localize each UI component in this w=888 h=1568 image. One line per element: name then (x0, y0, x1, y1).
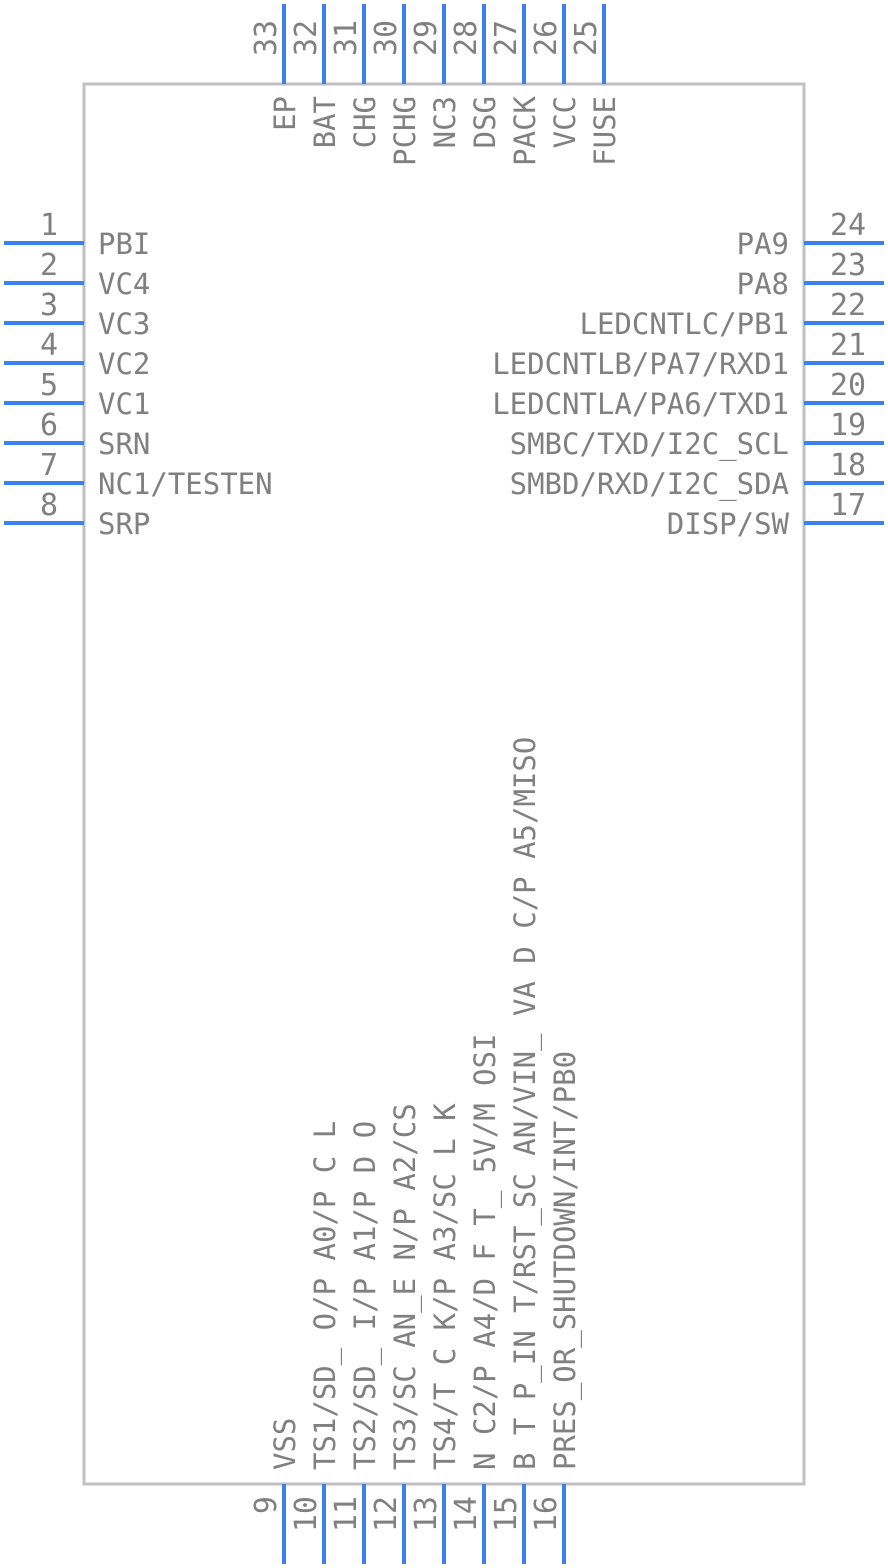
pin-31-number: 31 (329, 20, 364, 56)
pin-33-label: EP (268, 96, 302, 131)
pin-21-label: LEDCNTLB/PA7/RXD1 (492, 347, 789, 381)
pin-32-number: 32 (289, 20, 324, 56)
pin-4-label: VC2 (98, 347, 150, 381)
pin-19-number: 19 (830, 408, 866, 443)
pin-5-label: VC1 (98, 387, 150, 421)
pin-17-number: 17 (830, 488, 866, 523)
pin-17-label: DISP/SW (667, 507, 790, 541)
pin-4-number: 4 (40, 328, 58, 363)
pin-28-label: DSG (468, 96, 502, 148)
pin-10-label: TS1/SD_ O/P A0/P C L (308, 1121, 343, 1470)
pin-12-number: 12 (369, 1496, 404, 1532)
pin-12-label: TS3/SC AN_E N/P A2/CS (388, 1103, 423, 1470)
pin-9-number: 9 (249, 1496, 284, 1514)
pin-22-number: 22 (830, 288, 866, 323)
pin-5-number: 5 (40, 368, 58, 403)
pin-18-number: 18 (830, 448, 866, 483)
pin-8-number: 8 (40, 488, 58, 523)
pin-26-number: 26 (529, 20, 564, 56)
pin-3-label: VC3 (98, 307, 150, 341)
pin-14-number: 14 (449, 1496, 484, 1532)
pin-9-label: VSS (268, 1418, 302, 1470)
pin-20-label: LEDCNTLA/PA6/TXD1 (492, 387, 789, 421)
pin-15-number: 15 (489, 1496, 524, 1532)
pin-3-number: 3 (40, 288, 58, 323)
pin-27-number: 27 (489, 20, 524, 56)
pin-30-label: PCHG (388, 96, 422, 166)
pin-27-label: PACK (508, 95, 542, 165)
pin-11-label: TS2/SD_ I/P A1/P D O (348, 1121, 383, 1470)
pin-23-number: 23 (830, 248, 866, 283)
pin-26-label: VCC (548, 96, 582, 148)
pin-20-number: 20 (830, 368, 866, 403)
pin-24-number: 24 (830, 208, 866, 243)
pin-28-number: 28 (449, 20, 484, 56)
pin-16-number: 16 (529, 1496, 564, 1532)
pin-30-number: 30 (369, 20, 404, 56)
pin-6-number: 6 (40, 408, 58, 443)
pin-25-label: FUSE (588, 96, 622, 166)
pin-13-number: 13 (409, 1496, 444, 1532)
pin-29-number: 29 (409, 20, 444, 56)
pin-25-number: 25 (569, 20, 604, 56)
pin-18-label: SMBD/RXD/I2C_SDA (510, 467, 789, 502)
pin-6-label: SRN (98, 427, 150, 461)
pin-24-label: PA9 (737, 227, 789, 261)
pin-29-label: NC3 (428, 96, 462, 148)
pin-11-number: 11 (329, 1496, 364, 1532)
pin-33-number: 33 (249, 20, 284, 56)
pin-2-label: VC4 (98, 267, 150, 301)
pin-10-number: 10 (289, 1496, 324, 1532)
pin-8-label: SRP (98, 507, 150, 541)
pin-7-number: 7 (40, 448, 58, 483)
pin-31-label: CHG (348, 96, 382, 148)
pin-23-label: PA8 (737, 267, 789, 301)
pin-7-label: NC1/TESTEN (98, 467, 273, 501)
pin-16-label: PRES_OR_SHUTDOWN/INT/PB0 (548, 1051, 583, 1470)
pin-14-label: N C2/P A4/D F T_ 5V/M OSI (468, 1034, 503, 1471)
pin-19-label: SMBC/TXD/I2C_SCL (510, 427, 789, 462)
pin-22-label: LEDCNTLC/PB1 (579, 307, 789, 341)
pin-21-number: 21 (830, 328, 866, 363)
pin-1-number: 1 (40, 208, 58, 243)
pin-2-number: 2 (40, 248, 58, 283)
pin-32-label: BAT (308, 96, 342, 148)
pin-1-label: PBI (98, 227, 150, 261)
pin-15-label: B T P_IN T/RST_SC AN/VIN_ VA D C/P A5/MI… (508, 737, 543, 1470)
pin-13-label: TS4/T C K/P A3/SC L K (428, 1103, 462, 1470)
